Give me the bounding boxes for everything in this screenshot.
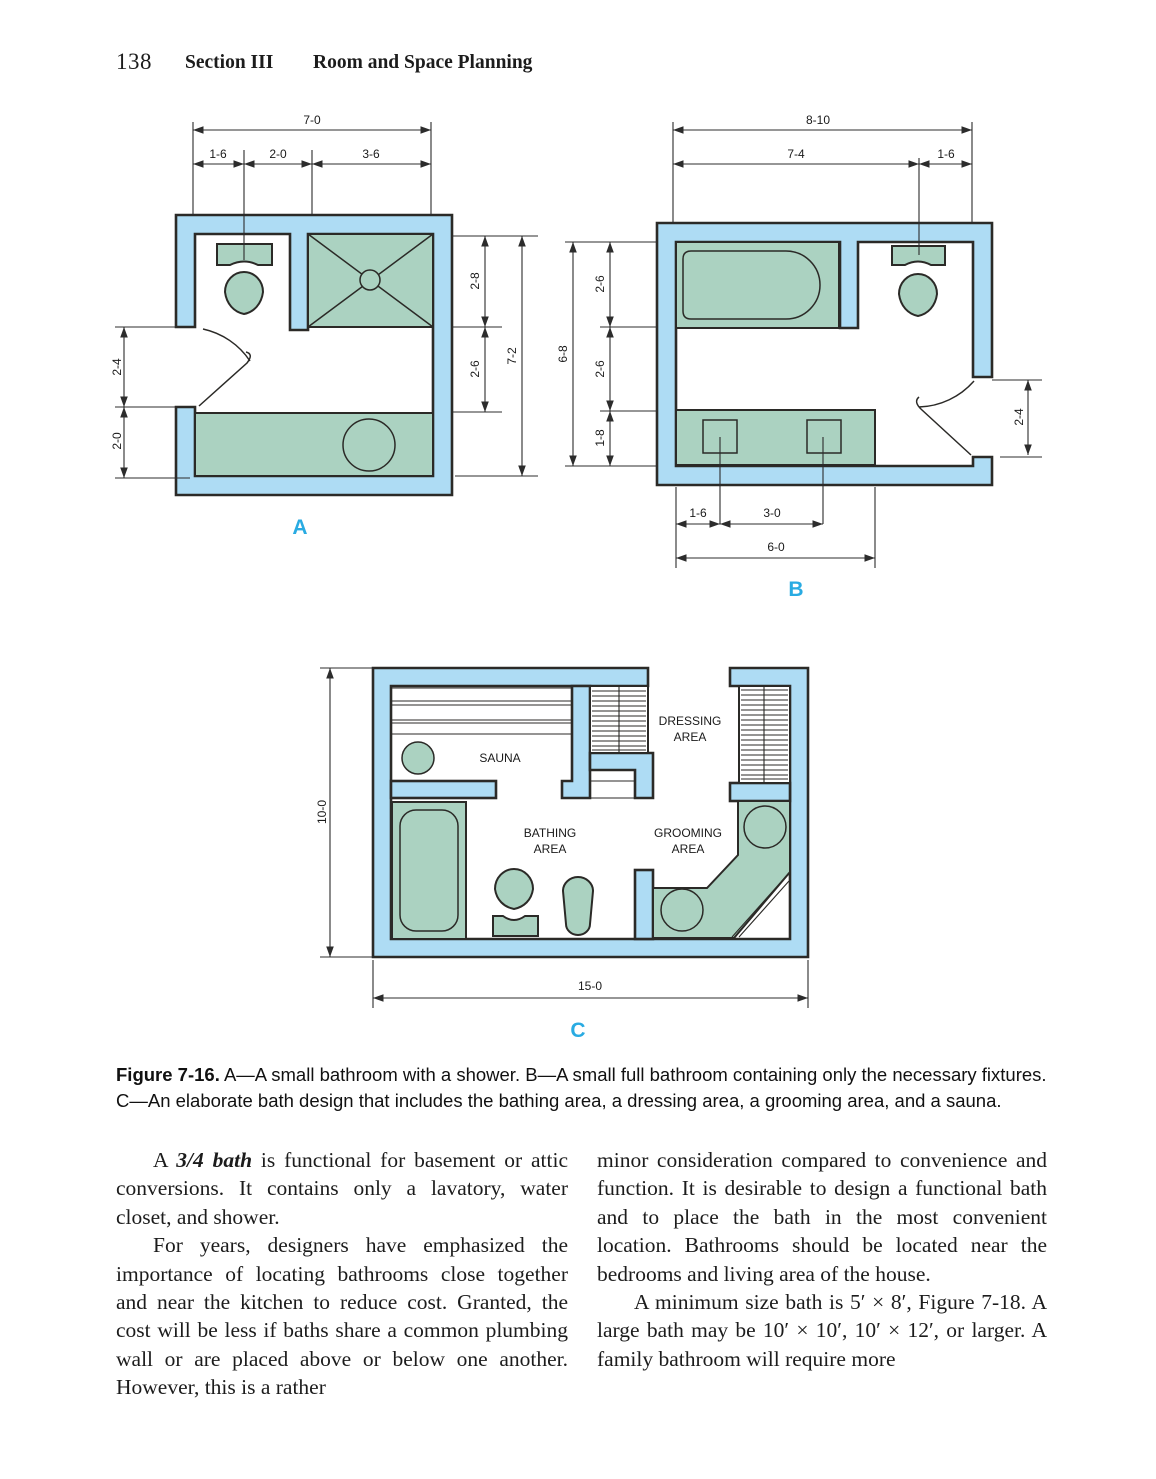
closet-middle — [589, 685, 649, 754]
grooming-sink-upper — [743, 805, 787, 849]
sauna-benches — [391, 687, 572, 775]
dim-a-top-seg3: 3-6 — [362, 147, 380, 161]
dim-a-top-seg2: 2-0 — [269, 147, 287, 161]
paragraph-text: A — [153, 1148, 177, 1172]
dim-b-bottom-overall: 6-0 — [767, 540, 785, 554]
paragraph-text: is functional for basement or attic conv… — [116, 1148, 569, 1229]
dim-b-bottom-seg1: 1-6 — [689, 506, 707, 520]
dim-c-bottom-overall: 15-0 — [578, 979, 602, 993]
dim-b-bottom-seg2: 3-0 — [763, 506, 781, 520]
shower — [307, 233, 434, 328]
dim-b-left-seg2: 2-6 — [593, 360, 607, 378]
grooming-counter — [652, 800, 791, 939]
label-dressing-2: AREA — [674, 730, 707, 744]
figure-caption: Figure 7-16. A—A small bathroom with a s… — [116, 1062, 1064, 1113]
section-title: Room and Space Planning — [313, 52, 533, 73]
body-column-right: minor consideration compared to convenie… — [597, 1146, 1047, 1373]
dim-a-top-overall: 7-0 — [303, 113, 321, 127]
body-column-left: A 3/4 bath is functional for basement or… — [116, 1146, 568, 1402]
dimensions-c — [326, 668, 808, 1002]
wall-sauna-right — [560, 684, 592, 800]
floor-plan-c: SAUNA DRESSING AREA BATHING AREA GROOMIN… — [315, 666, 810, 1042]
plan-letter-a: A — [292, 516, 307, 539]
label-grooming-1: GROOMING — [654, 826, 722, 840]
toilet — [891, 245, 946, 318]
paragraph: minor consideration compared to convenie… — [597, 1148, 1047, 1286]
dim-c-left-overall: 10-0 — [315, 800, 329, 824]
door-swing — [198, 328, 251, 407]
page-number: 138 — [116, 49, 152, 74]
dimensions-a — [120, 126, 526, 478]
dim-a-left-seg1: 2-4 — [110, 358, 124, 376]
dim-a-left-seg2: 2-0 — [110, 432, 124, 450]
closet-right — [738, 685, 791, 784]
lavatory-sink — [342, 418, 396, 472]
bathtub — [391, 801, 467, 940]
toilet — [492, 868, 539, 937]
wall-bathing-grooming — [633, 868, 655, 941]
dim-b-top-seg2: 1-6 — [937, 147, 955, 161]
door-swing — [915, 380, 975, 456]
plan-letter-b: B — [788, 578, 803, 601]
floor-plan-a: 7-0 1-6 2-0 3-6 2-8 2-6 7-2 2-4 2-0 A — [110, 113, 538, 539]
dim-a-right-seg2: 2-6 — [468, 360, 482, 378]
label-grooming-2: AREA — [672, 842, 705, 856]
wall-closet1-bottom — [588, 751, 655, 800]
sauna-heater — [401, 741, 435, 775]
plan-letter-c: C — [570, 1019, 585, 1042]
label-dressing-1: DRESSING — [659, 714, 722, 728]
label-bathing-2: AREA — [534, 842, 567, 856]
double-vanity — [675, 409, 876, 466]
paragraph: For years, designers have emphasized the… — [116, 1233, 568, 1400]
bathtub — [675, 241, 840, 329]
vanity — [194, 412, 434, 477]
shower-drain-icon — [359, 269, 381, 291]
dim-a-right-seg1: 2-8 — [468, 272, 482, 290]
floor-plan-b: 8-10 7-4 1-6 6-8 2-6 2-6 1-8 2-4 1-6 3-0… — [556, 113, 1042, 601]
dim-a-right-overall: 7-2 — [505, 347, 519, 365]
dim-b-top-overall: 8-10 — [806, 113, 830, 127]
label-bathing-1: BATHING — [524, 826, 576, 840]
label-sauna: SAUNA — [479, 751, 520, 765]
dim-a-top-seg1: 1-6 — [209, 147, 227, 161]
shower-door — [731, 872, 790, 938]
wall-closet2-bottom — [728, 781, 792, 803]
doorway-sill — [590, 780, 635, 799]
bidet — [561, 876, 595, 936]
dim-b-left-overall: 6-8 — [556, 345, 570, 363]
dim-b-top-seg1: 7-4 — [787, 147, 805, 161]
paragraph: A 3/4 bath is functional for basement or… — [116, 1146, 568, 1231]
section-label: Section III — [185, 52, 274, 73]
term-three-quarter-bath: 3/4 bath — [176, 1148, 253, 1172]
dim-b-left-seg1: 2-6 — [593, 275, 607, 293]
figure-caption-text: A—A small bathroom with a shower. B—A sm… — [116, 1064, 1047, 1111]
sink-right — [806, 419, 842, 454]
dim-b-right-door: 2-4 — [1012, 408, 1026, 426]
grooming-sink-lower — [660, 888, 704, 932]
dim-b-left-seg3: 1-8 — [593, 429, 607, 447]
dimensions-b — [569, 126, 1032, 562]
figure-caption-label: Figure 7-16. — [116, 1064, 220, 1085]
paragraph: A minimum size bath is 5′ × 8′, Figure 7… — [597, 1290, 1047, 1371]
wall-sauna-bottom — [389, 779, 498, 800]
